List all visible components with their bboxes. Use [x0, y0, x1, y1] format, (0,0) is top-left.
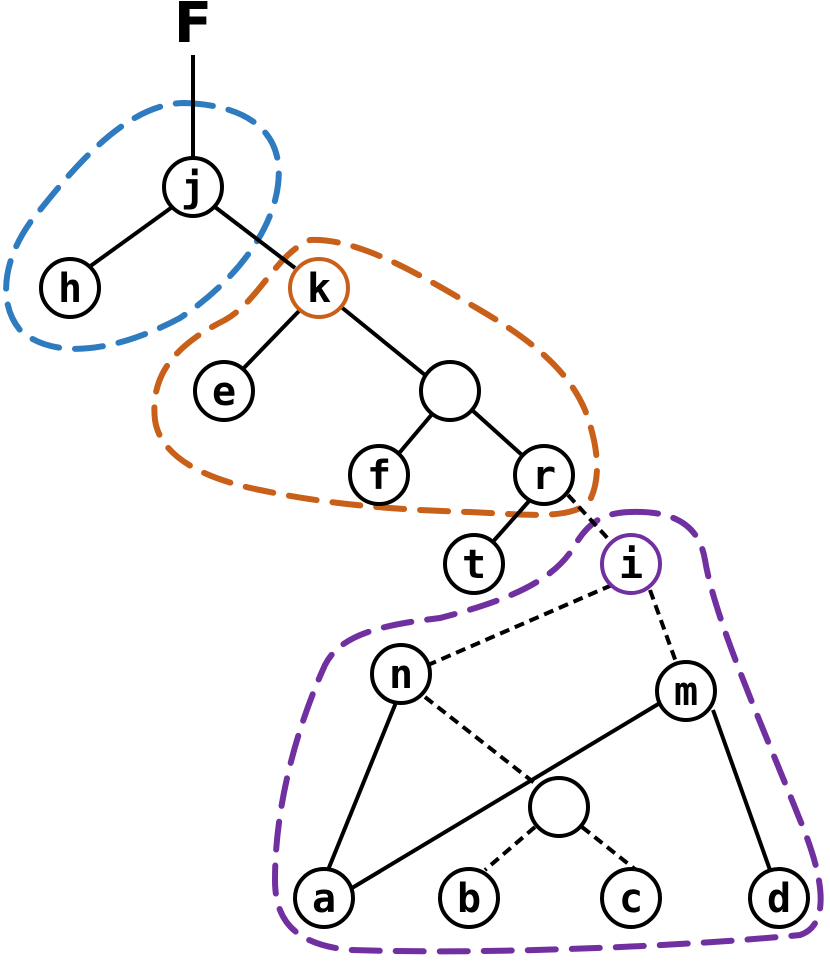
edge-j-k	[213, 205, 297, 270]
edge-unlabeled-1-r	[470, 408, 524, 457]
node-h-label: h	[58, 266, 82, 312]
edge-m-a	[350, 698, 667, 890]
node-f-label: f	[367, 453, 391, 499]
node-d-label: d	[767, 876, 791, 922]
node-n: n	[370, 643, 432, 705]
edge-j-h	[83, 203, 177, 272]
node-i-label: i	[619, 542, 643, 588]
node-a: a	[293, 867, 355, 929]
node-m-label: m	[674, 669, 698, 715]
node-r: r	[513, 444, 575, 506]
edge-k-e	[238, 308, 302, 374]
edge-i-n	[427, 583, 613, 667]
node-e-label: e	[212, 369, 236, 415]
root-label: F	[174, 0, 212, 56]
edge-unlabeled-2-b	[483, 825, 537, 872]
node-a-label: a	[312, 876, 336, 922]
node-e: e	[193, 360, 255, 422]
node-c: c	[600, 867, 662, 929]
node-j-label: j	[181, 165, 205, 211]
edge-n-unlabeled-2	[423, 695, 539, 787]
edge-unlabeled-2-c	[580, 825, 638, 872]
edge-r-i	[566, 493, 614, 545]
node-t: t	[443, 533, 505, 595]
node-f: f	[348, 444, 410, 506]
blue-region-outline	[3, 99, 282, 352]
node-k-label: k	[307, 266, 331, 312]
edge-i-m	[648, 589, 678, 663]
node-b-label: b	[457, 876, 481, 922]
edge-unlabeled-1-f	[393, 411, 435, 460]
node-r-label: r	[532, 453, 556, 499]
edge-n-a	[326, 699, 399, 871]
node-i: i	[600, 533, 662, 595]
edge-k-unlabeled-1	[338, 304, 427, 377]
edge-m-d	[711, 709, 772, 871]
node-n-label: n	[389, 652, 413, 698]
node-m: m	[655, 660, 717, 722]
edge-r-t	[488, 498, 532, 547]
node-j: j	[162, 156, 224, 218]
purple-region-outline	[271, 508, 824, 955]
node-b: b	[438, 867, 500, 929]
node-unlabeled-2	[528, 776, 590, 838]
node-c-label: c	[619, 876, 643, 922]
orange-region-outline	[151, 236, 600, 518]
node-h: h	[39, 257, 101, 319]
node-d: d	[748, 867, 810, 929]
node-k: k	[288, 257, 350, 319]
node-t-label: t	[462, 542, 486, 588]
node-unlabeled-1	[419, 360, 481, 422]
